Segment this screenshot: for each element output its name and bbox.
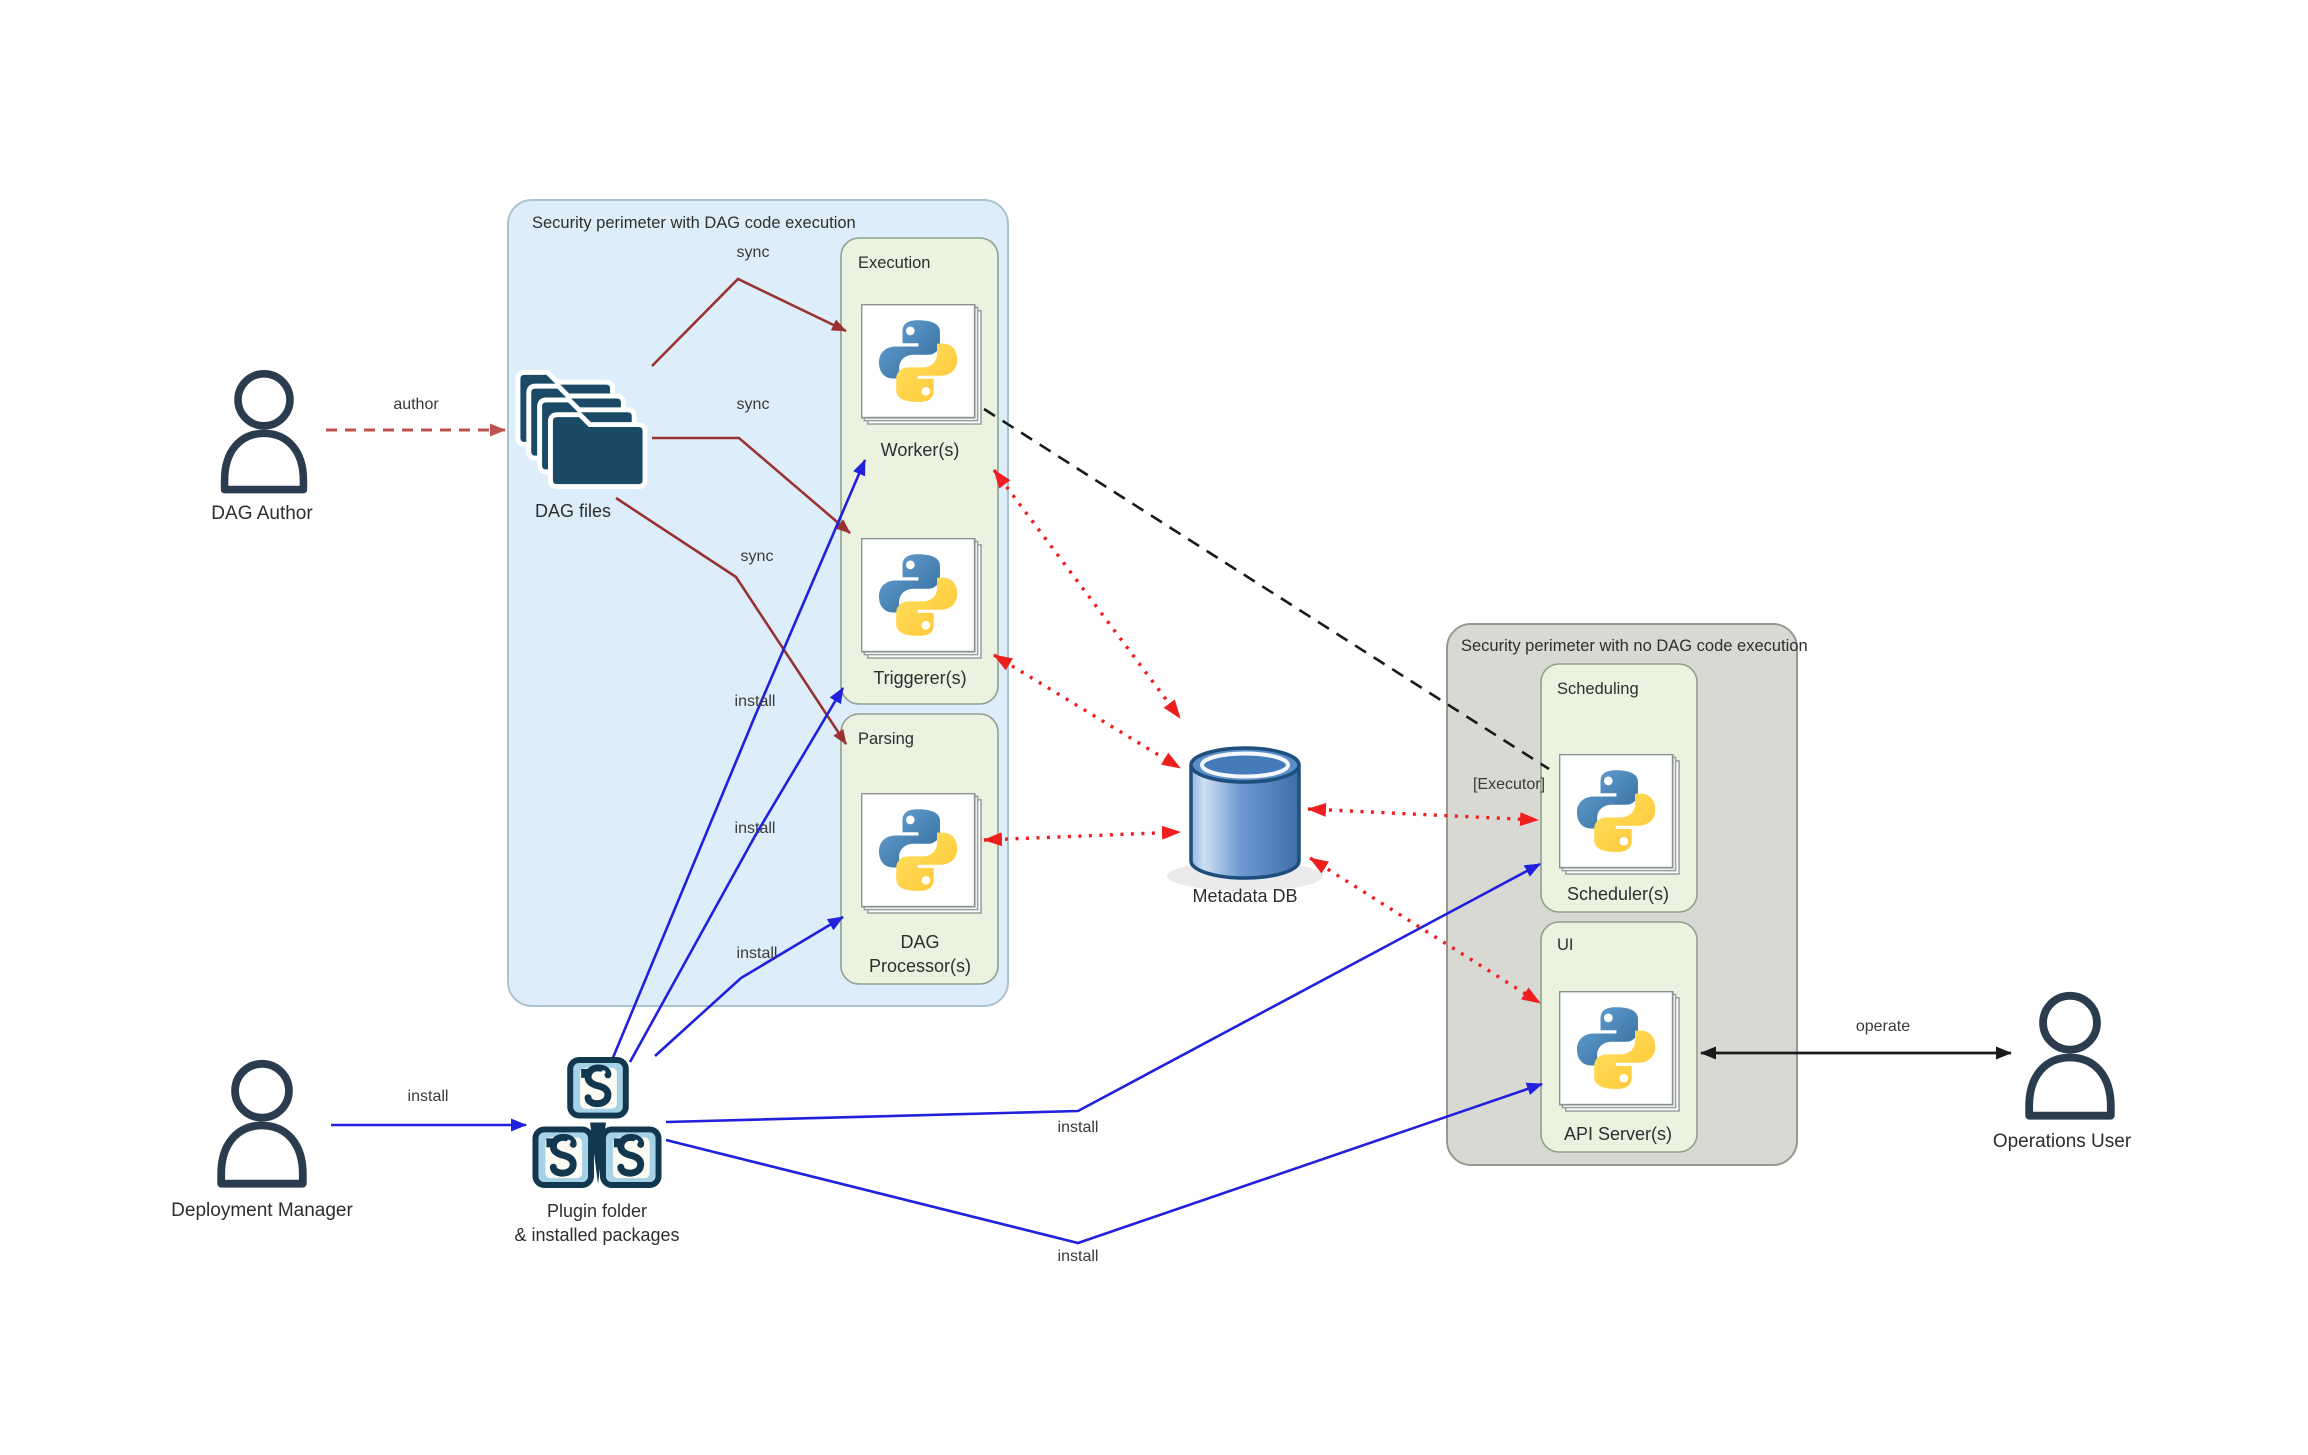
edge-sync-worker xyxy=(651,277,847,367)
security-perimeter-dag-code-title: Security perimeter with DAG code executi… xyxy=(532,214,856,232)
operate-edge-label: operate xyxy=(1856,1018,1910,1035)
edge-install-dag-processor xyxy=(654,915,844,1057)
operations-user-label: Operations User xyxy=(1993,1131,2132,1152)
dag-files-label: DAG files xyxy=(535,501,611,521)
sync-label-triggerer: sync xyxy=(737,396,770,413)
dag-processors-label-line1: DAG xyxy=(900,932,939,952)
scheduling-group-title: Scheduling xyxy=(1557,680,1639,698)
install-label-api-server: install xyxy=(1058,1248,1099,1265)
edge-executor xyxy=(983,407,1550,771)
workers-python-icon xyxy=(861,304,981,424)
workers-label: Worker(s) xyxy=(881,440,960,460)
edge-sync-triggerer xyxy=(652,436,851,534)
install-label-dag-processor: install xyxy=(737,945,778,962)
sync-label-dag-processor: sync xyxy=(741,548,774,565)
edge-db-dag-processor xyxy=(983,825,1181,847)
api-servers-label: API Server(s) xyxy=(1564,1124,1672,1144)
ui-group-title: UI xyxy=(1557,936,1574,954)
operations-user-person-icon xyxy=(2029,996,2111,1116)
dag-author-label: DAG Author xyxy=(211,503,313,524)
edge-install-worker xyxy=(610,459,867,1061)
plugin-packages-icon xyxy=(535,1060,658,1185)
api-servers-python-icon xyxy=(1559,991,1679,1111)
metadata-db-label: Metadata DB xyxy=(1192,886,1297,906)
install-label-scheduler: install xyxy=(1058,1119,1099,1136)
parsing-group-title: Parsing xyxy=(858,730,914,748)
triggerers-python-icon xyxy=(861,538,981,658)
edge-install-triggerer xyxy=(628,687,845,1063)
deployment-manager-label: Deployment Manager xyxy=(171,1200,353,1221)
executor-edge-label: [Executor] xyxy=(1473,776,1545,793)
edge-db-scheduler xyxy=(1307,802,1539,827)
plugin-folder-label-line1: Plugin folder xyxy=(547,1201,647,1221)
edge-sync-dag-processor xyxy=(615,496,848,745)
sync-label-worker: sync xyxy=(737,244,770,261)
install-label-triggerer: install xyxy=(735,693,776,710)
execution-group-title: Execution xyxy=(858,254,930,272)
author-edge-label: author xyxy=(393,396,439,413)
install-label-worker: install xyxy=(735,820,776,837)
install-label-plugin-folder: install xyxy=(408,1088,449,1105)
dag-processors-python-icon xyxy=(861,793,981,913)
deployment-manager-person-icon xyxy=(221,1064,303,1184)
edge-db-worker xyxy=(992,468,1182,720)
plugin-folder-label-line2: & installed packages xyxy=(514,1225,679,1245)
edge-db-triggerer xyxy=(993,653,1181,770)
security-perimeter-no-dag-code-title: Security perimeter with no DAG code exec… xyxy=(1461,637,1808,655)
triggerers-label: Triggerer(s) xyxy=(873,668,966,688)
dag-processors-label-line2: Processor(s) xyxy=(869,956,971,976)
schedulers-python-icon xyxy=(1559,754,1679,874)
schedulers-label: Scheduler(s) xyxy=(1567,884,1669,904)
dag-author-person-icon xyxy=(225,374,304,490)
metadata-db-icon xyxy=(1167,746,1323,891)
edge-install-api-server xyxy=(665,1082,1543,1245)
